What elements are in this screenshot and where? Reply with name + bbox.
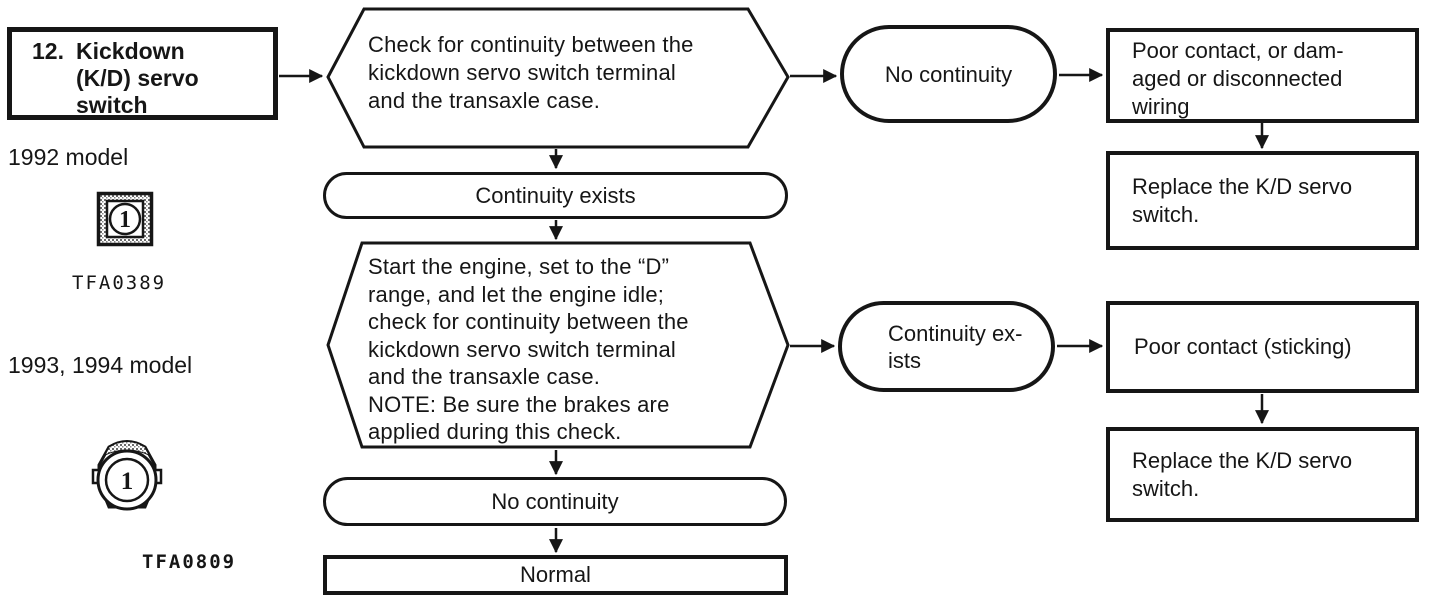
check2-fail-cause-text: Poor contact (sticking) xyxy=(1134,334,1352,359)
final-result-label: Normal xyxy=(520,562,591,587)
check1-fail-action-box: Replace the K/D servo switch. xyxy=(1106,151,1419,250)
connector-1992-pin-number: 1 xyxy=(119,207,131,233)
model-1993-1994-label: 1993, 1994 model xyxy=(8,352,193,378)
check1-pass-label: Continuity exists xyxy=(475,182,636,208)
check1-fail-action-text: Replace the K/D servo switch. xyxy=(1132,173,1353,227)
check2-hexagon xyxy=(326,241,790,449)
check2-fail-action-text: Replace the K/D servo switch. xyxy=(1132,447,1353,501)
figure-code-1992: TFA0389 xyxy=(72,272,167,294)
check2-pass-node: No continuity xyxy=(323,477,787,526)
check2-fail-label: Continuity ex- ists xyxy=(888,320,1023,373)
connector-1992-icon: 1 xyxy=(96,191,154,247)
model-1992-label: 1992 model xyxy=(8,144,129,170)
check1-pass-node: Continuity exists xyxy=(323,172,788,219)
step-number: 12. xyxy=(32,38,64,64)
check1-fail-label: No continuity xyxy=(884,61,1013,87)
check2-pass-label: No continuity xyxy=(491,488,619,514)
check2-fail-node: Continuity ex- ists xyxy=(838,301,1055,392)
final-result-node: Normal xyxy=(323,555,788,595)
check1-hexagon xyxy=(326,7,790,149)
check1-fail-cause-box: Poor contact, or dam- aged or disconnect… xyxy=(1106,28,1419,123)
check2-text: Start the engine, set to the “D” range, … xyxy=(368,254,689,444)
step-title: Kickdown (K/D) servo switch xyxy=(76,38,199,118)
figure-code-1993-1994: TFA0809 xyxy=(142,551,237,573)
connector-1993-1994-icon: 1 xyxy=(91,440,163,511)
step-title-box: 12. Kickdown (K/D) servo switch xyxy=(7,27,278,120)
check1-fail-cause-text: Poor contact, or dam- aged or disconnect… xyxy=(1132,38,1344,119)
check2-fail-action-box: Replace the K/D servo switch. xyxy=(1106,427,1419,522)
connector-1993-1994-pin-number: 1 xyxy=(121,468,134,495)
check1-text: Check for continuity between the kickdow… xyxy=(368,32,694,113)
check2-fail-cause-box: Poor contact (sticking) xyxy=(1106,301,1419,393)
check1-fail-node: No continuity xyxy=(840,25,1057,123)
